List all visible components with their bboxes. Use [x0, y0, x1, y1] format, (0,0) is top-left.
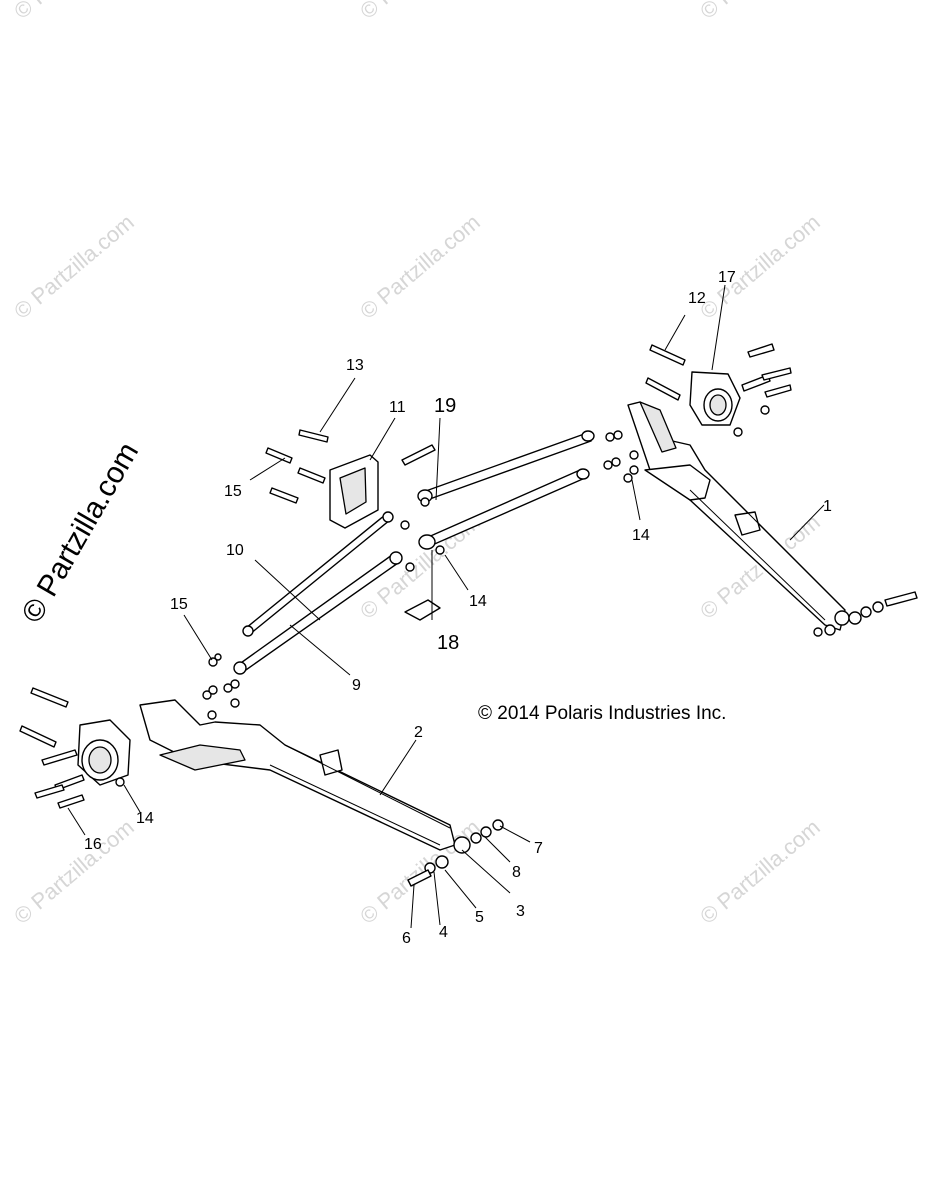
left-trailing-arm [139, 699, 504, 887]
callout-4: 4 [439, 924, 448, 941]
callout-7: 7 [534, 840, 543, 857]
callout-14-lower: 14 [136, 810, 154, 827]
callout-3: 3 [516, 903, 525, 920]
callout-2: 2 [414, 724, 423, 741]
right-hub [645, 343, 792, 437]
watermark: © Partzilla.com [355, 0, 485, 24]
callout-13: 13 [346, 357, 364, 374]
watermark: © Partzilla.com [695, 814, 825, 928]
mount-bracket [265, 429, 379, 529]
callout-11: 11 [389, 399, 406, 416]
watermark: © Partzilla.com [355, 209, 485, 323]
callout-18: 18 [437, 632, 459, 654]
watermark: © Partzilla.com [9, 209, 139, 323]
callout-8: 8 [512, 864, 521, 881]
callout-15-upper: 15 [224, 483, 242, 500]
callout-6: 6 [402, 930, 411, 947]
watermark: © Partzilla.com [9, 814, 139, 928]
watermark: © Partzilla.com [9, 0, 139, 24]
watermark: © Partzilla.com [695, 0, 825, 24]
callout-12: 12 [688, 290, 706, 307]
side-watermark: © Partzilla.com [15, 437, 145, 629]
callout-9: 9 [352, 677, 361, 694]
callout-10: 10 [226, 542, 244, 559]
watermark: © Partzilla.com [695, 209, 825, 323]
leader-lines [67, 284, 825, 929]
callout-19: 19 [434, 395, 456, 417]
callout-15-lower: 15 [170, 596, 188, 613]
lower-control-arms [202, 511, 403, 720]
callout-14-middle: 14 [469, 593, 487, 610]
callout-5: 5 [475, 909, 484, 926]
callout-14-upper: 14 [632, 527, 650, 544]
upper-control-arms [400, 430, 639, 621]
copyright-notice: © 2014 Polaris Industries Inc. [478, 703, 726, 724]
callout-1: 1 [823, 498, 832, 515]
callout-17: 17 [718, 269, 736, 286]
callout-16: 16 [84, 836, 102, 853]
left-hub [19, 687, 131, 809]
right-trailing-arm [627, 401, 918, 637]
callout-labels: 1 2 3 4 5 6 7 8 9 10 11 12 13 14 14 14 1… [84, 269, 832, 947]
